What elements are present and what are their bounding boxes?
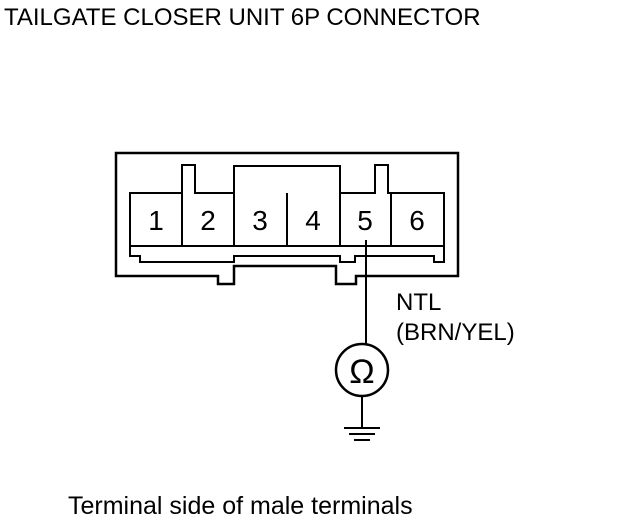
pin-2-label: 2	[200, 205, 216, 236]
pin-1-label: 1	[148, 205, 164, 236]
pin-6-label: 6	[409, 205, 425, 236]
pin-4-label: 4	[305, 205, 321, 236]
pin-labels: 1 2 3 4 5 6	[148, 205, 425, 236]
wire-color-label: (BRN/YEL)	[396, 319, 515, 346]
cell-dividers	[130, 193, 444, 247]
pin-5-label: 5	[357, 205, 373, 236]
pin-3-label: 3	[252, 205, 268, 236]
diagram-caption: Terminal side of male terminals	[68, 492, 413, 520]
wire-name-label: NTL	[396, 289, 441, 316]
ohmmeter-icon: Ω	[334, 342, 390, 398]
ohm-symbol: Ω	[349, 353, 374, 391]
ground-symbol-icon	[344, 427, 380, 441]
diagram-title: TAILGATE CLOSER UNIT 6P CONNECTOR	[4, 4, 481, 31]
